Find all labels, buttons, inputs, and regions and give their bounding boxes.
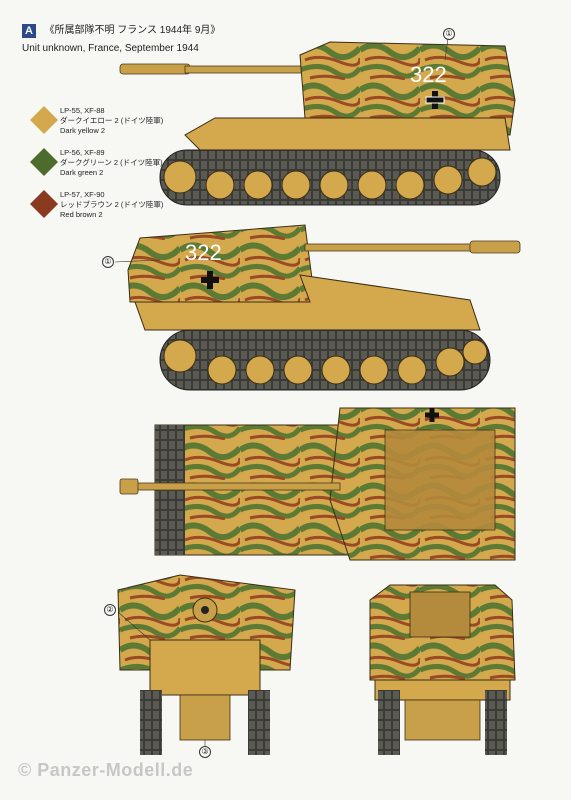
vehicle-number: 322	[185, 240, 222, 265]
paint-jp: ダークグリーン 2 (ドイツ陸軍)	[60, 158, 163, 167]
paint-jp: ダークイエロー 2 (ドイツ陸軍)	[60, 116, 164, 125]
paint-jp: レッドブラウン 2 (ドイツ陸軍)	[60, 200, 164, 209]
header: A 《所属部隊不明 フランス 1944年 9月》 Unit unknown, F…	[22, 24, 220, 54]
side-view-right: 322	[114, 224, 521, 391]
section-badge: A	[22, 24, 36, 38]
title-jp: 《所属部隊不明 フランス 1944年 9月》	[44, 25, 221, 36]
paint-en: Dark yellow 2	[60, 126, 106, 135]
top-view	[119, 407, 516, 561]
watermark: © Panzer-Modell.de	[18, 760, 194, 780]
side-view-left: 322	[119, 37, 516, 206]
callout-1: ①	[102, 256, 114, 268]
callout-1: ①	[443, 28, 455, 40]
balkenkreuz-icon	[201, 271, 219, 289]
paint-code: LP-57, XF-90	[60, 190, 105, 199]
rear-view	[369, 584, 516, 755]
balkenkreuz-icon	[425, 91, 445, 109]
paint-code: LP-56, XF-89	[60, 148, 105, 157]
callout-3: ③	[199, 746, 211, 758]
callout-2: ②	[104, 604, 116, 616]
paint-en: Red brown 2	[60, 210, 103, 219]
front-view	[117, 574, 296, 755]
balkenkreuz-icon	[425, 408, 439, 422]
paint-en: Dark green 2	[60, 168, 104, 177]
vehicle-number: 322	[410, 62, 447, 87]
title-en: Unit unknown, France, September 1944	[22, 43, 199, 54]
paint-code: LP-55, XF-88	[60, 106, 105, 115]
